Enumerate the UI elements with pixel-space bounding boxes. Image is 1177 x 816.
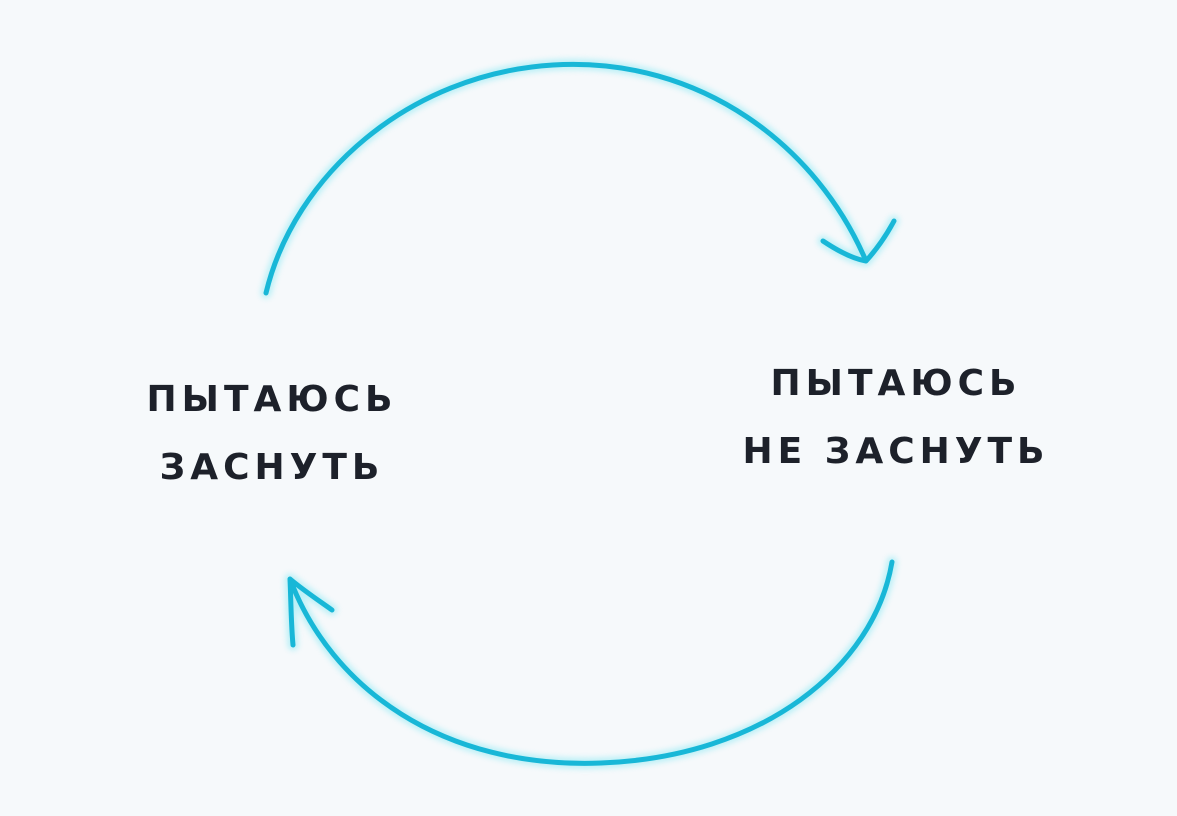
- node-label-line: ЗАСНУТЬ: [159, 447, 385, 488]
- edge-top-arrow-glow: [260, 58, 900, 299]
- node-label-line: ПЫТАЮСЬ: [146, 379, 398, 420]
- node-trying-not-to-fall-asleep: ПЫТАЮСЬ НЕ ЗАСНУТЬ: [743, 366, 1050, 470]
- node-label-line: НЕ ЗАСНУТЬ: [742, 431, 1050, 472]
- edge-bottom-arrow: [287, 559, 895, 766]
- node-label-line: ПЫТАЮСЬ: [770, 363, 1022, 404]
- node-trying-to-fall-asleep: ПЫТАЮСЬ ЗАСНУТЬ: [147, 382, 398, 486]
- edge-top-arrow: [263, 61, 897, 296]
- edge-bottom-arrow-glow: [284, 556, 898, 769]
